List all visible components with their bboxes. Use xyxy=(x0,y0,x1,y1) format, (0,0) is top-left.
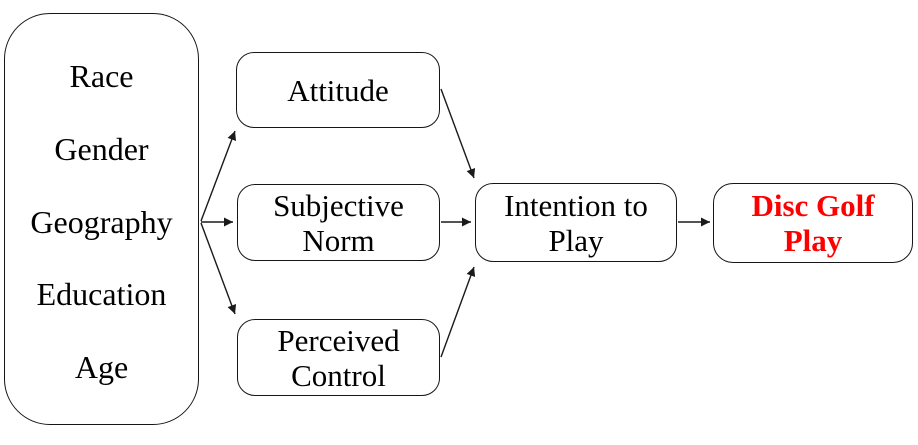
subjective-norm-box: Subjective Norm xyxy=(237,184,440,261)
attitude-label: Attitude xyxy=(287,72,389,108)
perceived-control-box: Perceived Control xyxy=(237,319,440,396)
arrow-demographics-to-attitude xyxy=(200,130,237,222)
arrow-attitude-to-intention xyxy=(440,88,476,179)
demographic-item-geography: Geography xyxy=(30,203,173,240)
subjective-norm-label: Subjective Norm xyxy=(273,187,404,258)
perceived-control-label: Perceived Control xyxy=(277,322,400,393)
demographic-item-race: Race xyxy=(69,58,134,94)
demographic-item-education: Education xyxy=(36,276,167,313)
intention-box: Intention to Play xyxy=(475,183,677,262)
demographic-item-gender: Gender xyxy=(54,130,149,167)
arrow-perceived-control-to-intention xyxy=(440,266,476,358)
demographics-box: Race Gender Geography Education Age xyxy=(4,13,199,425)
attitude-box: Attitude xyxy=(236,52,440,128)
outcome-box: Disc Golf Play xyxy=(713,183,913,263)
intention-label: Intention to Play xyxy=(504,187,648,258)
arrow-demographics-to-perceived-control xyxy=(200,222,237,315)
demographic-item-age: Age xyxy=(74,349,129,385)
outcome-label: Disc Golf Play xyxy=(751,188,875,258)
